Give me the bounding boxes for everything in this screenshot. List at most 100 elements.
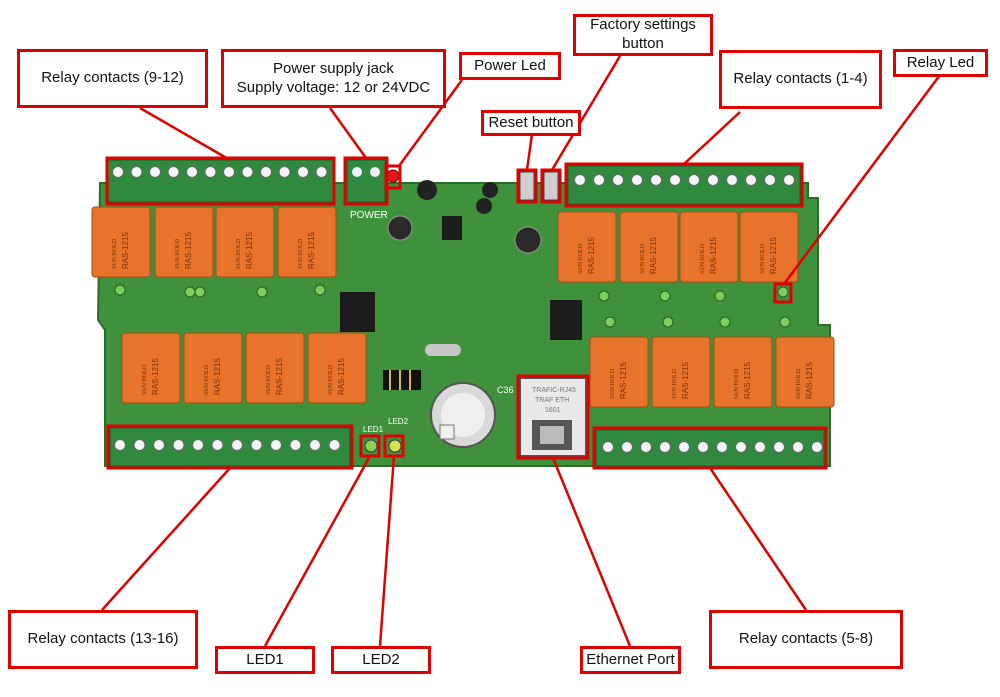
terminal-screw <box>278 166 291 178</box>
relay-brand: SUN HOLD <box>700 243 706 274</box>
relay-led <box>184 286 196 298</box>
terminal-screw <box>270 439 282 451</box>
relay-marking: RAS-1215 <box>121 232 130 269</box>
relay-led <box>114 284 126 296</box>
label-power-supply-jack: Power supply jack Supply voltage: 12 or … <box>221 49 446 108</box>
ic-chip-left <box>340 292 375 332</box>
terminal-screw <box>612 174 624 186</box>
relay-brand: SUN HOLD <box>328 364 334 395</box>
relay-brand: SUN HOLD <box>266 364 272 395</box>
terminal-screw <box>309 439 321 451</box>
terminal-screw <box>659 441 671 453</box>
terminal-screw <box>792 441 804 453</box>
relay-brand: SUN HOLD <box>298 238 304 269</box>
relay-led <box>662 316 674 328</box>
terminal-screw <box>631 174 643 186</box>
relay-brand: SUN HOLD <box>175 238 181 269</box>
ethernet-silk-1: TRAFIC-RJ45 <box>532 387 576 394</box>
relay <box>154 206 214 278</box>
terminal-screw <box>811 441 823 453</box>
terminal-block-1-4 <box>567 165 801 205</box>
terminal-screw <box>726 174 738 186</box>
relay-marking: RAS-1215 <box>709 237 718 274</box>
relay-marking: RAS-1215 <box>681 362 690 399</box>
terminal-screw <box>289 439 302 451</box>
power-silk: POWER <box>350 210 388 221</box>
terminal-screw <box>707 174 719 186</box>
label-relay-led: Relay Led <box>893 49 988 77</box>
ic-chip-top <box>442 216 462 240</box>
relay-brand: SUN HOLD <box>236 238 242 269</box>
relay-marking: RAS-1215 <box>769 237 778 274</box>
ethernet-silk-2: TRAF ETH <box>535 397 569 404</box>
label-relay-contacts-13-16: Relay contacts (13-16) <box>8 610 198 669</box>
terminal-screw <box>149 166 161 178</box>
relay <box>277 206 337 278</box>
relay-brand: SUN HOLD <box>610 368 616 399</box>
relay-brand: SUN HOLD <box>204 364 210 395</box>
terminal-block-13-16 <box>109 427 351 467</box>
ic-chip-right <box>550 300 582 340</box>
relay-led <box>777 286 789 298</box>
relay-brand: SUN HOLD <box>578 243 584 274</box>
terminal-screw <box>754 441 766 453</box>
terminal-screw <box>260 166 272 178</box>
relay-marking: RAS-1215 <box>805 362 814 399</box>
terminal-screw <box>328 439 341 451</box>
relay <box>121 332 181 404</box>
relay-led <box>659 290 671 302</box>
terminal-screw <box>167 166 180 178</box>
label-reset-button: Reset button <box>481 110 581 136</box>
factory-button-part <box>543 171 559 201</box>
terminal-screw <box>650 174 662 186</box>
led1-silk: LED1 <box>363 425 384 434</box>
relay-led <box>604 316 616 328</box>
terminal-screw <box>241 166 254 178</box>
relay-marking: RAS-1215 <box>245 232 254 269</box>
power-jack <box>346 159 386 203</box>
relay-brand: SUN HOLD <box>112 238 118 269</box>
terminal-screw <box>186 166 198 178</box>
terminal-screw <box>297 166 309 178</box>
label-power-led: Power Led <box>459 52 561 80</box>
terminal-screw <box>223 166 235 178</box>
relay-led <box>314 284 326 296</box>
relay-brand: SUN HOLD <box>760 243 766 274</box>
relay <box>215 206 275 278</box>
relay-brand: SUN HOLD <box>734 368 740 399</box>
relay-marking: RAS-1215 <box>337 358 346 395</box>
relay-brand: SUN HOLD <box>672 368 678 399</box>
relay-marking: RAS-1215 <box>743 362 752 399</box>
relay-marking: RAS-1215 <box>275 358 284 395</box>
terminal-screw <box>716 441 728 453</box>
relay-marking: RAS-1215 <box>151 358 160 395</box>
terminal-screw <box>172 439 185 451</box>
relay-led <box>598 290 610 302</box>
capacitors <box>387 180 542 254</box>
label-relay-contacts-5-8: Relay contacts (5-8) <box>709 610 903 669</box>
relay <box>775 336 835 408</box>
relay-led <box>256 286 268 298</box>
relay <box>589 336 649 408</box>
relay-marking: RAS-1215 <box>184 232 193 269</box>
terminal-screw <box>773 441 785 453</box>
terminal-screw <box>688 174 700 186</box>
relay <box>713 336 773 408</box>
terminal-screw <box>764 174 776 186</box>
relay-led <box>714 290 726 302</box>
led2-silk: LED2 <box>388 417 409 426</box>
terminal-screw <box>640 441 652 453</box>
terminal-screw <box>593 174 605 186</box>
terminal-screw <box>745 174 757 186</box>
relay <box>557 211 617 283</box>
ethernet-port-part: TRAFIC-RJ45 TRAF ETH 1601 <box>519 377 587 457</box>
relay-marking: RAS-1215 <box>587 237 596 274</box>
terminal-screw <box>250 439 263 451</box>
terminal-screw <box>315 166 328 178</box>
power-led <box>386 169 400 183</box>
coin-battery <box>430 382 496 448</box>
label-ethernet-port: Ethernet Port <box>580 646 681 674</box>
relay-led <box>194 286 206 298</box>
led2-part <box>388 439 402 453</box>
terminal-screw <box>697 441 709 453</box>
